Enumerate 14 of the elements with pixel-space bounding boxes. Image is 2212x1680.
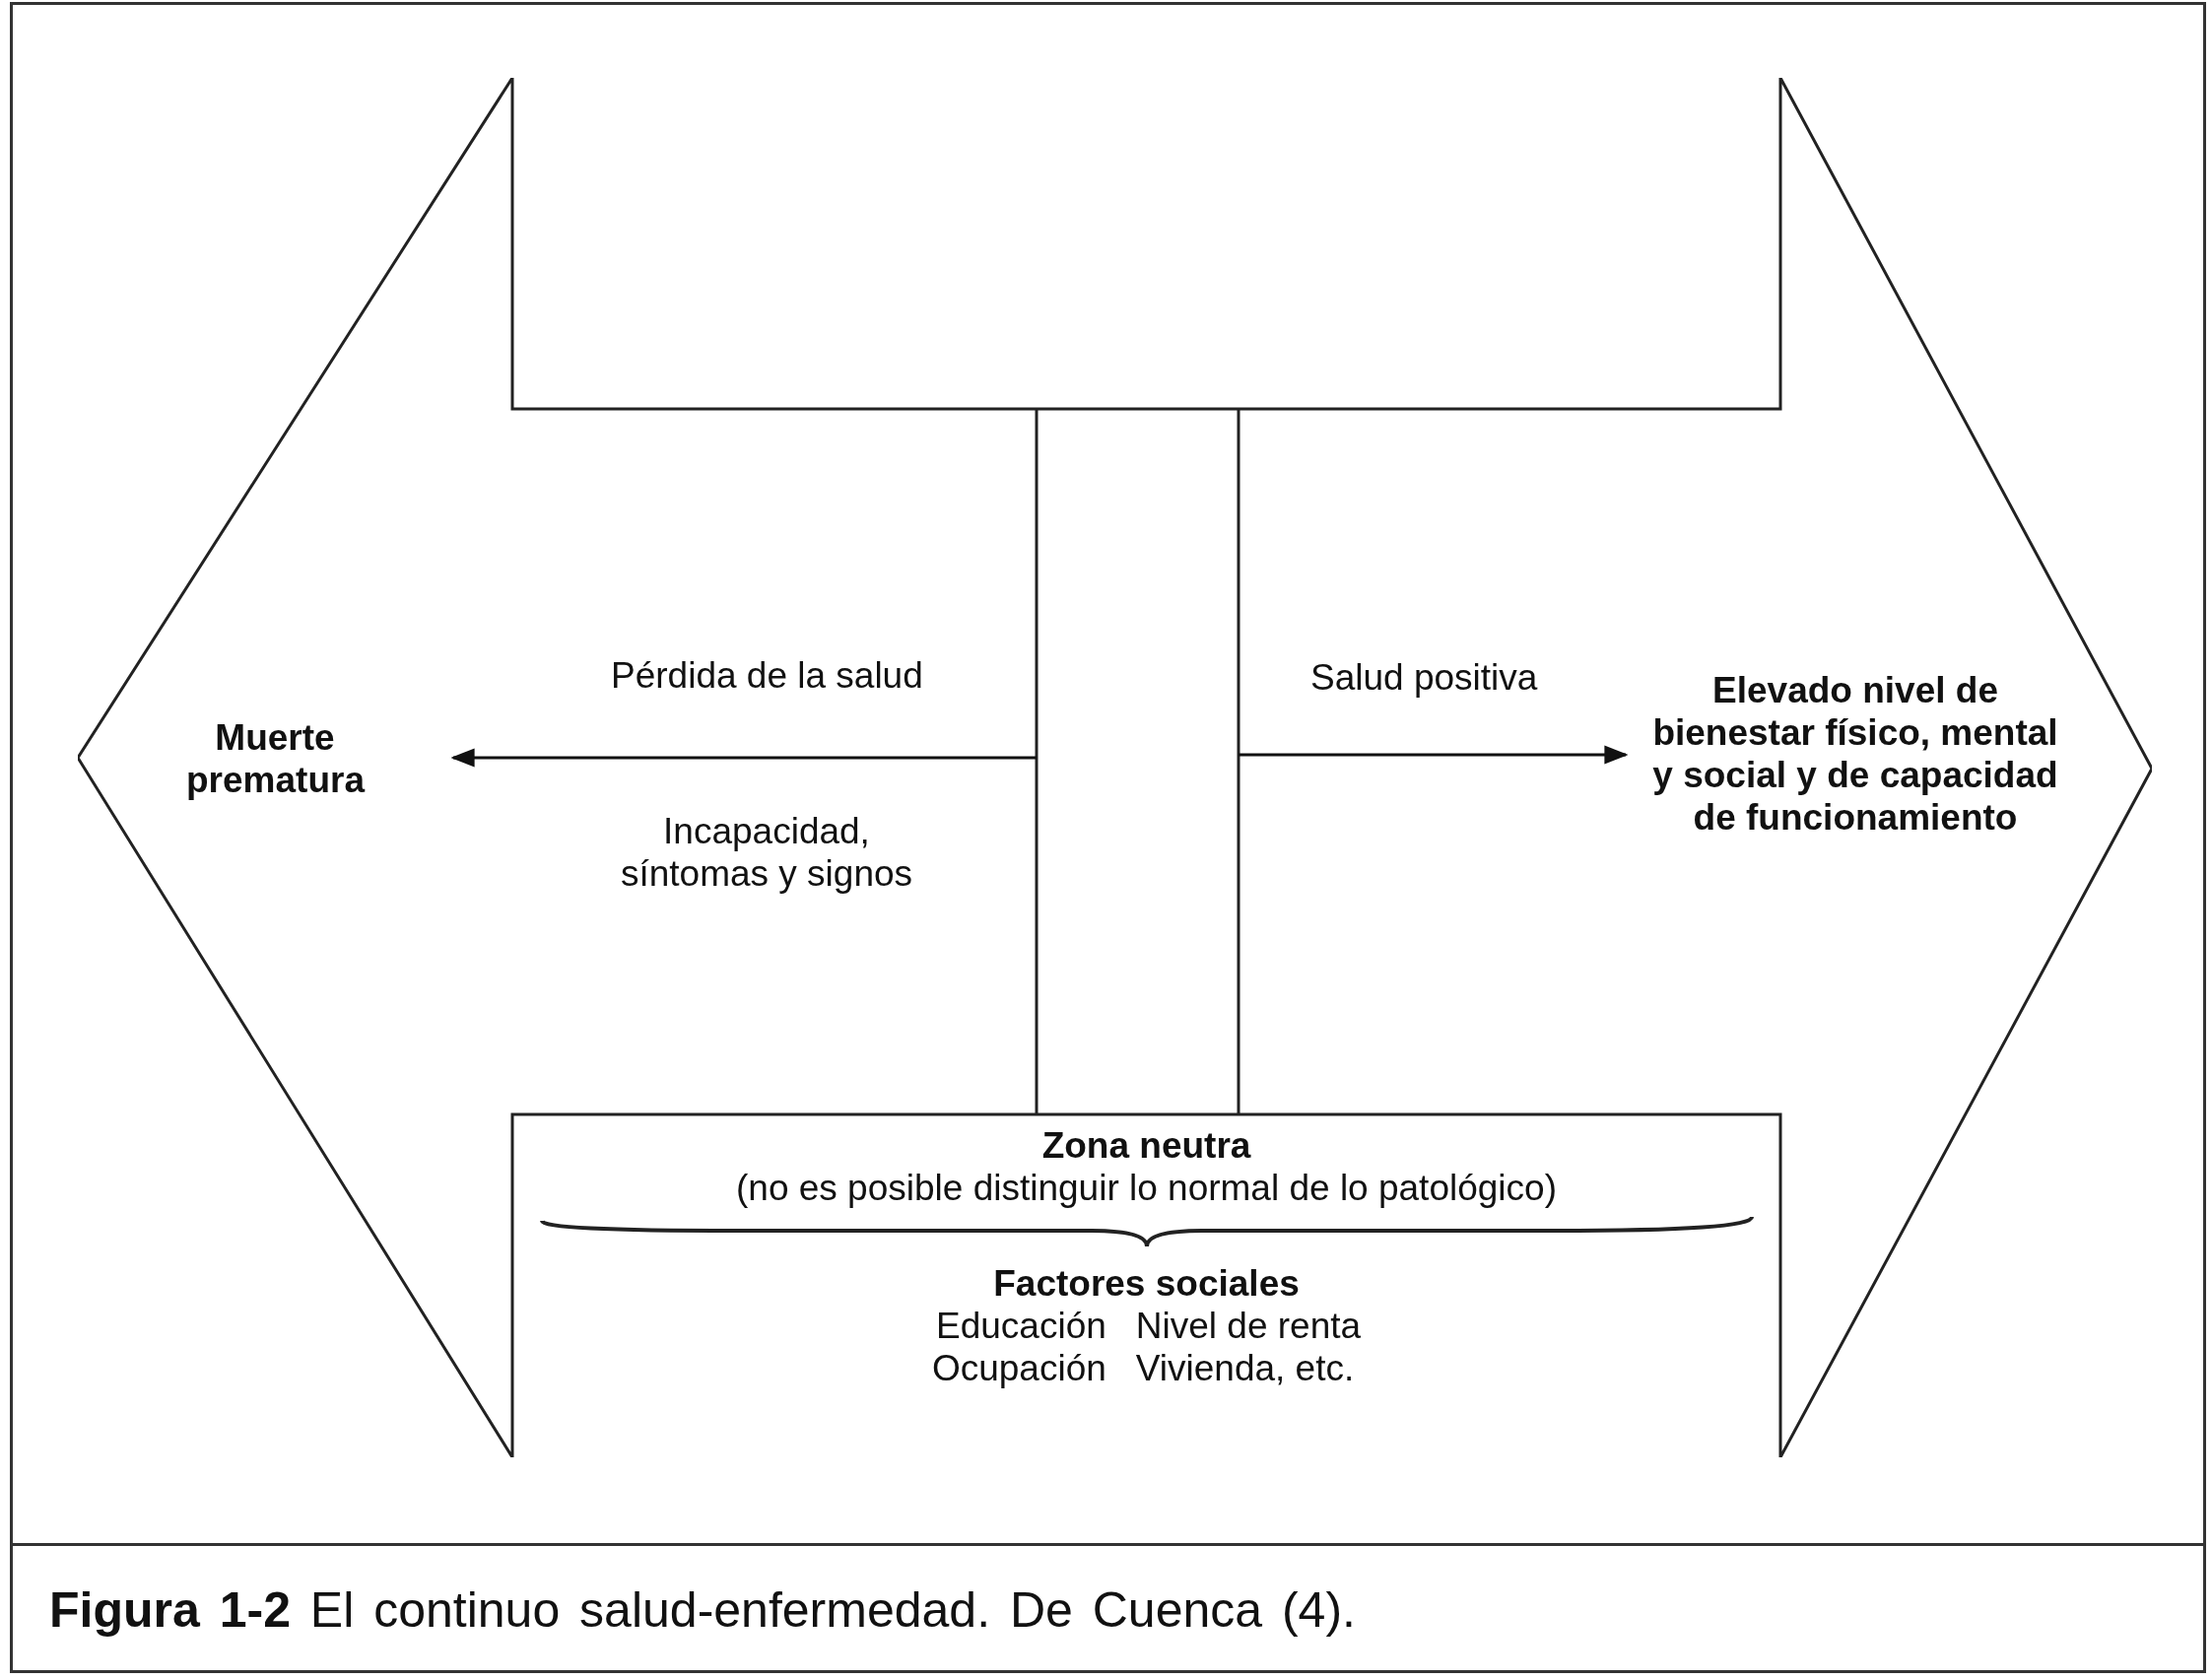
endpoint-text: Elevado nivel de bienestar físico, mental y social y de capacidad de funcionamiento <box>1651 669 2059 839</box>
heading: Factores sociales <box>993 1262 1300 1305</box>
double-arrow-outline <box>78 78 2152 1457</box>
annotation-text: Incapacidad, síntomas y signos <box>619 810 914 895</box>
arrow <box>1239 745 1629 765</box>
factor-text: Ocupación <box>931 1347 1106 1389</box>
heading: Zona neutra <box>1041 1124 1251 1167</box>
caption: Figura 1-2 El continuo salud-enfermedad. De Cuenca (4). <box>49 1581 1356 1639</box>
arrow <box>450 748 1037 768</box>
factor-text: Nivel de renta <box>1135 1305 1362 1347</box>
subtitle: (no es posible distinguir lo normal de lo patológico) <box>736 1167 1557 1209</box>
factor-text: Vivienda, etc. <box>1135 1347 1356 1389</box>
factor-text: Educación <box>935 1305 1106 1347</box>
endpoint-text: Muerte prematura <box>186 716 364 801</box>
